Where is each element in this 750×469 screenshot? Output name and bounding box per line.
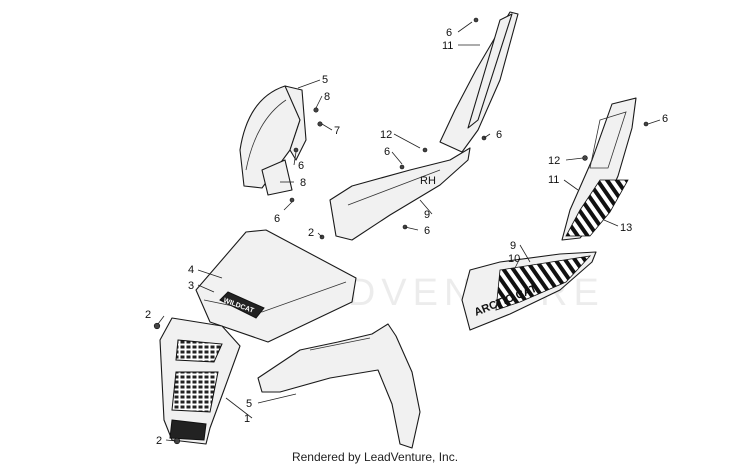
callout-10: 10: [508, 253, 520, 265]
side-decal-panel: [561, 97, 637, 241]
hood: WILDCAT: [195, 229, 357, 343]
footer-credit: Rendered by LeadVenture, Inc.: [291, 450, 459, 464]
callout-12: 12: [380, 129, 392, 141]
panel-label: RH: [420, 175, 436, 187]
callout-2: 2: [156, 435, 162, 447]
callout-8: 8: [300, 177, 306, 189]
callout-9: 9: [424, 209, 430, 221]
callout-3: 3: [188, 280, 194, 292]
lower-side-panel: ARCTIC CAT: [461, 251, 597, 331]
callout-numbers: 6 11 5 8 7 12 6 6 6 8 6 9 2 6 6 12 11 13…: [145, 27, 668, 447]
callout-6: 6: [424, 225, 430, 237]
callout-5: 5: [322, 74, 328, 86]
callout-6: 6: [274, 213, 280, 225]
callout-1: 1: [244, 413, 250, 425]
callout-6: 6: [298, 160, 304, 172]
headlight-housing: [239, 85, 307, 196]
front-fender: [257, 323, 421, 449]
callout-9: 9: [510, 240, 516, 252]
callout-7: 7: [334, 125, 340, 137]
callout-13: 13: [620, 222, 632, 234]
callout-5: 5: [246, 398, 252, 410]
callout-12: 12: [548, 155, 560, 167]
right-side-panel: RH: [329, 11, 519, 241]
callout-6: 6: [446, 27, 452, 39]
callout-6: 6: [662, 113, 668, 125]
callout-4: 4: [188, 264, 194, 276]
callout-2: 2: [145, 309, 151, 321]
callout-6: 6: [496, 129, 502, 141]
callout-8: 8: [324, 91, 330, 103]
callout-6: 6: [384, 146, 390, 158]
callout-11: 11: [442, 40, 453, 52]
leader-lines: [157, 21, 661, 442]
callout-2: 2: [308, 227, 314, 239]
callout-11: 11: [548, 174, 559, 186]
front-grille: [159, 317, 241, 445]
